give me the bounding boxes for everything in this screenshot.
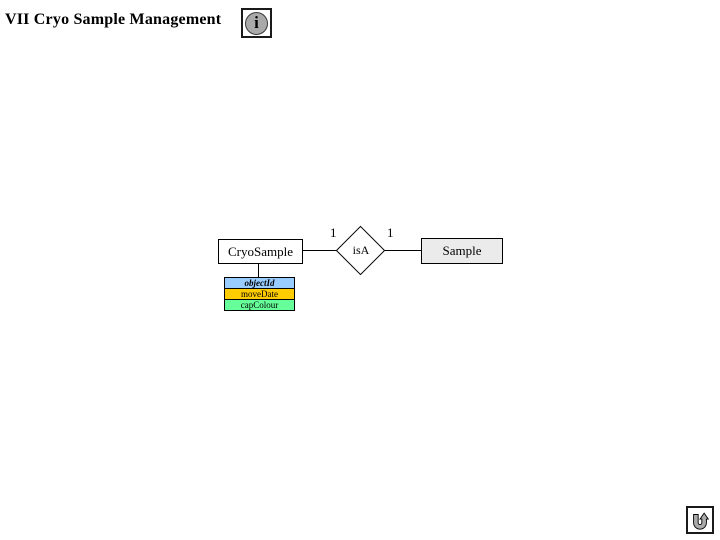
connector-isa-sample <box>385 250 421 251</box>
connector-cryosample-attributes <box>258 264 259 277</box>
entity-cryosample-label: CryoSample <box>228 243 293 259</box>
attribute-list: objectId moveDate capColour <box>224 277 295 311</box>
info-icon: i <box>245 11 268 35</box>
cardinality-right: 1 <box>387 225 394 240</box>
info-button[interactable]: i <box>241 8 272 38</box>
attribute-movedate-label: moveDate <box>241 289 278 299</box>
info-glyph: i <box>254 12 259 32</box>
relationship-isa-label: isA <box>352 243 370 257</box>
entity-sample-label: Sample <box>442 243 482 258</box>
entity-sample[interactable]: Sample <box>421 238 503 264</box>
connector-cryosample-isa <box>303 250 337 251</box>
entity-cryosample[interactable]: CryoSample <box>218 239 303 264</box>
page-title: VII Cryo Sample Management <box>5 11 222 28</box>
cardinality-left: 1 <box>330 225 337 240</box>
attribute-capcolour[interactable]: capColour <box>224 299 295 311</box>
u-turn-arrow-icon <box>693 512 710 530</box>
attribute-capcolour-label: capColour <box>240 300 279 310</box>
attribute-objectid-label: objectId <box>244 278 275 288</box>
return-button[interactable] <box>686 506 714 534</box>
